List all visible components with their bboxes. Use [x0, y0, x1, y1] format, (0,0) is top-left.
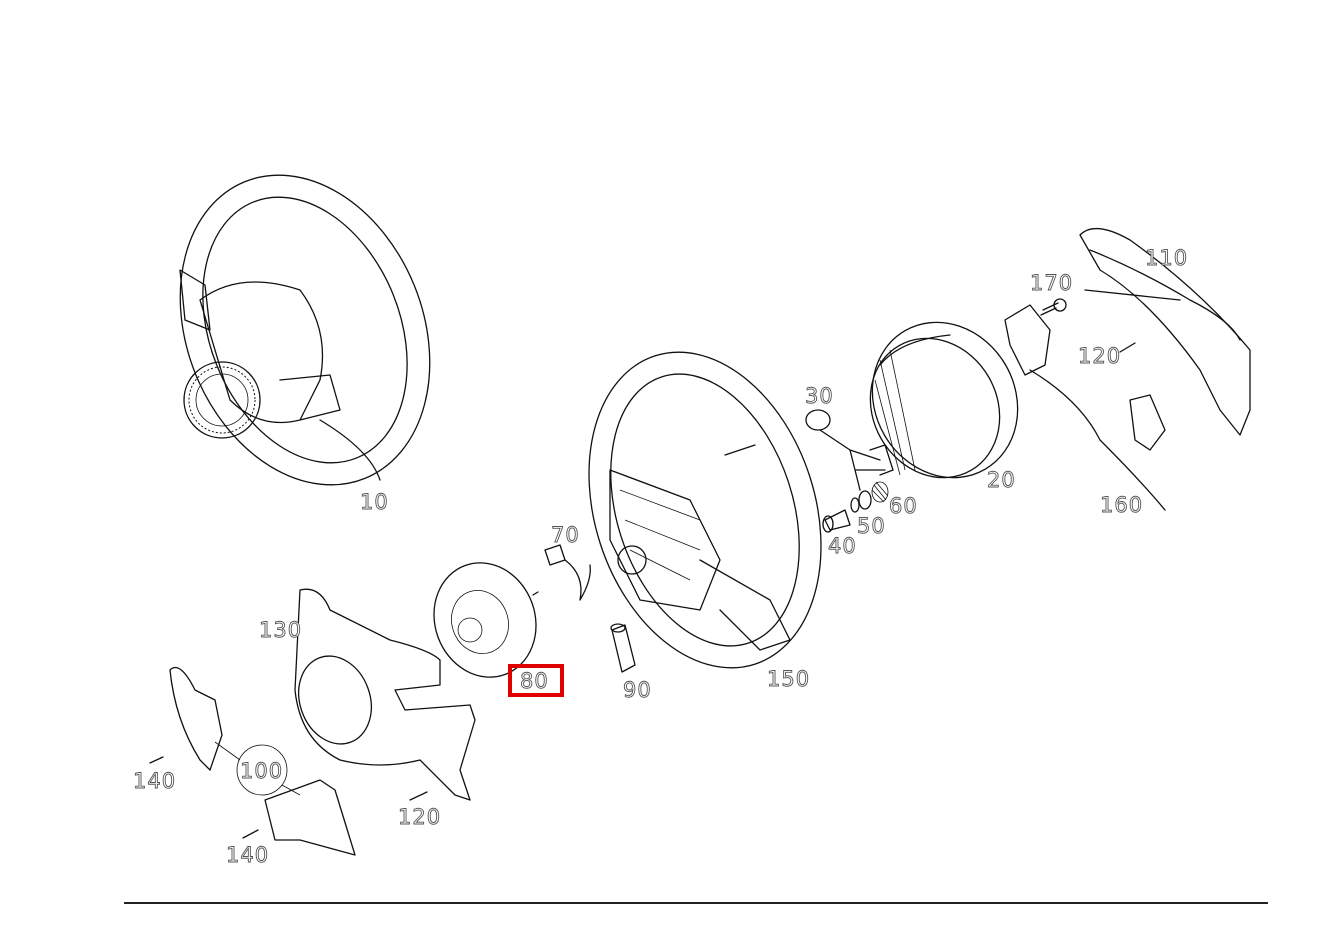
part-label-140-left[interactable]: 140	[133, 769, 177, 793]
part-110-160-170-drawing	[1004, 228, 1251, 511]
part-130-trim-cover-drawing	[294, 588, 476, 801]
part-label-20[interactable]: 20	[987, 468, 1016, 492]
part-80-highlight-box	[508, 664, 564, 697]
part-20-airbag-drawing	[869, 321, 1019, 479]
part-label-160[interactable]: 160	[1100, 493, 1144, 517]
part-100-paddle-drawing	[149, 666, 428, 856]
part-label-110[interactable]: 110	[1145, 246, 1189, 270]
part-label-100[interactable]: 100	[240, 759, 284, 783]
part-label-40[interactable]: 40	[828, 534, 857, 558]
part-150-steering-wheel-frame-drawing	[588, 351, 822, 669]
part-label-90[interactable]: 90	[623, 678, 652, 702]
part-30-harness-drawing	[805, 409, 894, 491]
part-label-70[interactable]: 70	[551, 523, 580, 547]
part-label-130[interactable]: 130	[259, 618, 303, 642]
part-10-steering-wheel-drawing	[179, 174, 431, 486]
part-label-50[interactable]: 50	[857, 514, 886, 538]
part-label-170[interactable]: 170	[1030, 271, 1074, 295]
part-label-10[interactable]: 10	[360, 490, 389, 514]
part-label-120-upper[interactable]: 120	[1078, 344, 1122, 368]
part-40-50-60-drawing	[822, 481, 889, 533]
part-70-80-90-drawing	[433, 544, 636, 678]
part-label-30[interactable]: 30	[805, 384, 834, 408]
part-label-150[interactable]: 150	[767, 667, 811, 691]
part-label-140-bottom[interactable]: 140	[226, 843, 270, 867]
footer-divider	[124, 902, 1268, 904]
part-label-120-lower[interactable]: 120	[398, 805, 442, 829]
part-label-60[interactable]: 60	[889, 494, 918, 518]
part-label-80[interactable]: 80	[520, 669, 549, 693]
